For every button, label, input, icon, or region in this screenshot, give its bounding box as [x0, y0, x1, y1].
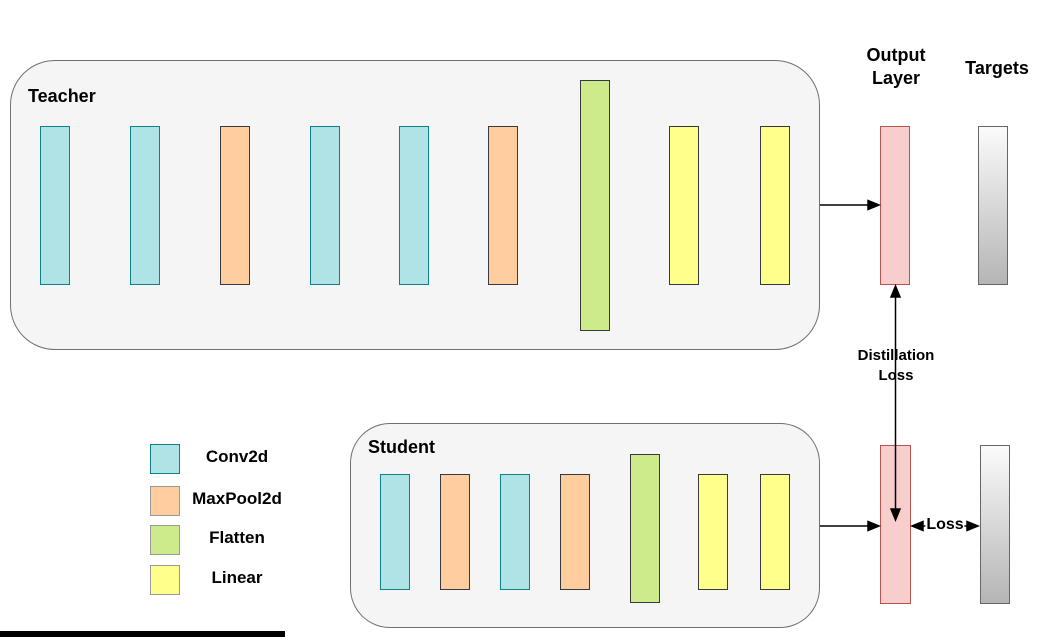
legend-label-flatten: Flatten [209, 528, 265, 547]
teacher-linear-bar [760, 126, 790, 285]
student-linear-bar [760, 474, 790, 590]
legend-swatch-conv [150, 444, 180, 474]
legend-swatch-flatten [150, 525, 180, 555]
output-layer-heading: Output Layer [866, 45, 926, 88]
student-maxpool-bar [560, 474, 590, 590]
teacher-conv-bar [310, 126, 340, 285]
student-to-output-arrow [820, 520, 881, 532]
student-linear-bar [698, 474, 728, 590]
teacher-conv-bar [399, 126, 429, 285]
teacher-flatten-bar [580, 80, 610, 331]
targets-heading: Targets [965, 58, 1029, 78]
legend-label-linear: Linear [211, 568, 263, 587]
teacher-maxpool-bar [220, 126, 250, 285]
student-conv-bar [500, 474, 530, 590]
loss-label: Loss [925, 516, 965, 534]
student-maxpool-bar [440, 474, 470, 590]
teacher-targets-bar [978, 126, 1008, 285]
teacher-linear-bar [669, 126, 699, 285]
teacher-label: Teacher [28, 86, 96, 106]
distillation-loss-label: Distillation Loss [857, 347, 935, 384]
student-output-layer-bar [880, 445, 911, 604]
legend-label-conv: Conv2d [205, 447, 269, 466]
student-label: Student [368, 437, 435, 457]
student-targets-bar [980, 445, 1010, 604]
legend-swatch-maxpool [150, 486, 180, 516]
legend-label-maxpool: MaxPool2d [192, 489, 282, 508]
legend-swatch-linear [150, 565, 180, 595]
teacher-conv-bar [40, 126, 70, 285]
student-conv-bar [380, 474, 410, 590]
teacher-maxpool-bar [488, 126, 518, 285]
student-flatten-bar [630, 454, 660, 603]
bottom-black-strip [0, 631, 285, 637]
teacher-conv-bar [130, 126, 160, 285]
teacher-output-layer-bar [880, 126, 910, 285]
teacher-to-output-arrow [820, 199, 881, 211]
